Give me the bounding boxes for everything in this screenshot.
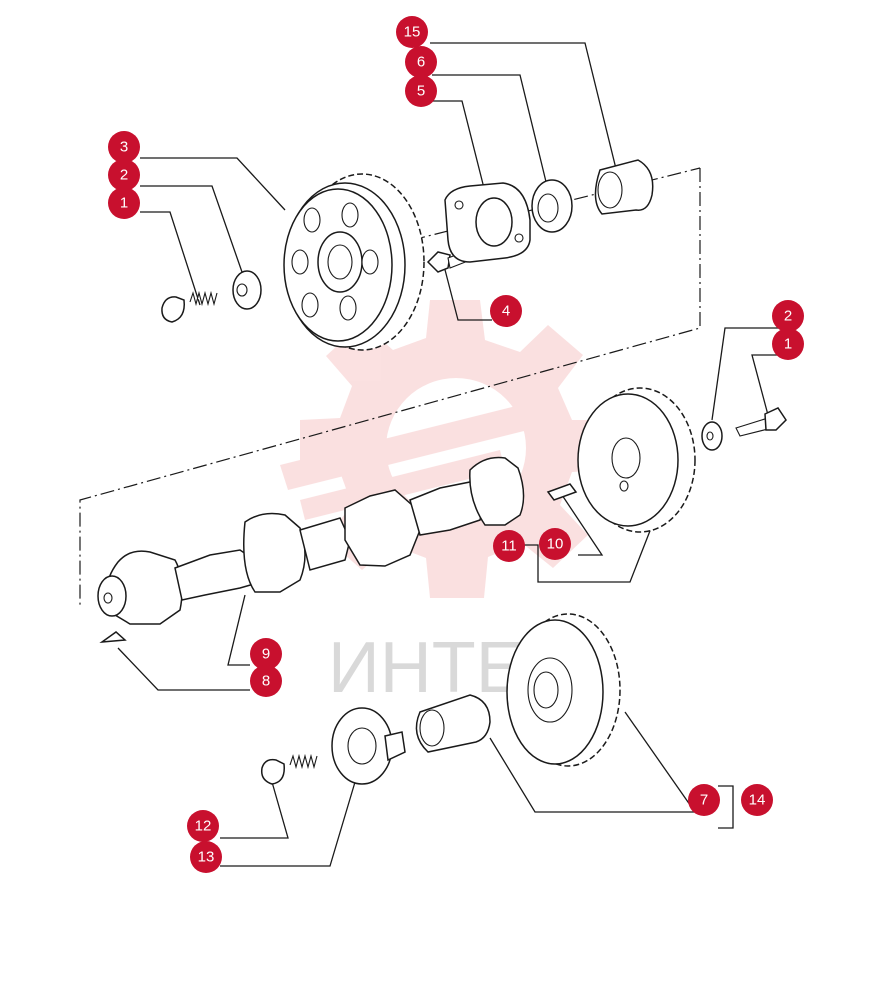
svg-text:12: 12 [195, 818, 212, 835]
svg-text:9: 9 [262, 646, 270, 663]
key-lower-left [99, 631, 127, 643]
svg-text:10: 10 [547, 536, 564, 553]
watermark-text: ИНТЕ [328, 628, 524, 708]
callout-1-upper: 1 [108, 187, 140, 219]
bushing-lower [415, 694, 491, 753]
callout-15: 15 [396, 16, 428, 48]
bolt-right [735, 407, 787, 437]
cup-13 [331, 707, 406, 785]
washer-upper [232, 270, 262, 310]
callout-10: 10 [539, 528, 571, 560]
svg-text:4: 4 [502, 303, 510, 320]
callout-2-right: 2 [772, 300, 804, 332]
svg-text:14: 14 [749, 792, 766, 809]
callout-3: 3 [108, 131, 140, 163]
flange-5 [444, 182, 531, 263]
spring-lower [289, 753, 318, 770]
svg-text:8: 8 [262, 673, 270, 690]
callout-12: 12 [187, 810, 219, 842]
bush-6 [531, 179, 573, 233]
svg-text:5: 5 [417, 83, 425, 100]
callout-11: 11 [493, 530, 525, 562]
pinion-gear-right [577, 387, 696, 533]
svg-text:1: 1 [120, 195, 128, 212]
svg-text:7: 7 [700, 792, 708, 809]
callout-6-top: 6 [405, 46, 437, 78]
svg-text:2: 2 [120, 167, 128, 184]
svg-text:13: 13 [198, 849, 215, 866]
callout-8: 8 [250, 665, 282, 697]
key-lock-upper [161, 296, 185, 323]
spring-upper [189, 290, 218, 307]
svg-text:3: 3 [120, 139, 128, 156]
svg-text:6: 6 [417, 54, 425, 71]
svg-text:15: 15 [404, 24, 421, 41]
svg-text:2: 2 [784, 308, 792, 325]
camshaft-8 [97, 456, 525, 625]
svg-text:1: 1 [784, 336, 792, 353]
camshaft-gear-upper [283, 173, 425, 351]
washer-right [701, 421, 723, 451]
callout-13: 13 [190, 841, 222, 873]
svg-text:11: 11 [501, 538, 517, 555]
leader-lines [117, 42, 790, 867]
dowel-pin-10 [546, 483, 578, 501]
callout-7: 7 [688, 784, 720, 816]
callout-9: 9 [250, 638, 282, 670]
callout-14: 14 [741, 784, 773, 816]
callout-5: 5 [405, 75, 437, 107]
callout-4: 4 [490, 295, 522, 327]
sleeve-15 [594, 159, 654, 215]
callout-1-right: 1 [772, 328, 804, 360]
key-lock-lower [260, 758, 285, 785]
callout-badges: 15 6 5 3 2 1 4 2 1 11 10 9 8 7 14 12 13 [108, 16, 804, 873]
callout-2-upper: 2 [108, 159, 140, 191]
gear-7 [506, 613, 621, 767]
